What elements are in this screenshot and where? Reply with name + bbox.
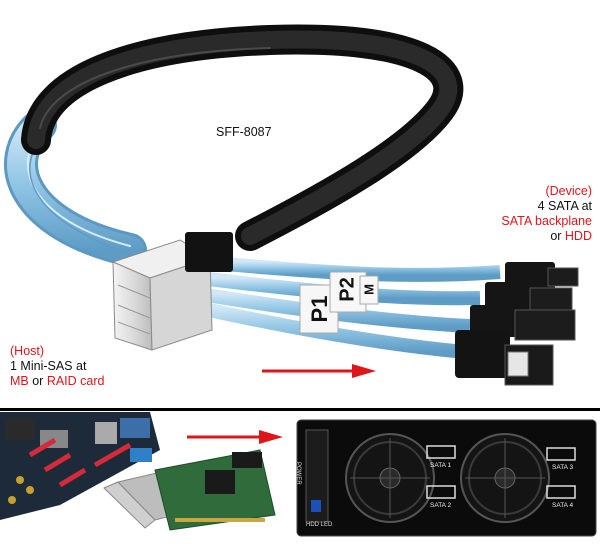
cable-photo xyxy=(4,24,579,386)
black-sleeve xyxy=(21,24,464,251)
section-divider xyxy=(0,408,600,411)
device-line3-highlight: HDD xyxy=(564,229,592,243)
red-arrow-top xyxy=(262,364,376,378)
connector-label: SFF-8087 xyxy=(216,125,272,139)
host-line1: 1 Mini-SAS at xyxy=(10,359,87,373)
host-line2: MB or RAID card xyxy=(10,374,170,389)
fan-right xyxy=(460,433,550,523)
tag-p3: M xyxy=(361,284,377,295)
host-line2-or: or xyxy=(28,374,47,388)
device-heading: (Device) xyxy=(545,184,592,198)
cable-tags xyxy=(299,271,379,334)
device-line3: or HDD xyxy=(452,229,592,244)
port-label-sata1: SATA 1 xyxy=(430,462,452,469)
mini-sas-connector xyxy=(111,232,233,351)
host-label: (Host) 1 Mini-SAS at MB or RAID card xyxy=(10,344,170,389)
device-line2: SATA backplane xyxy=(501,214,592,228)
host-line2-raid: RAID card xyxy=(46,374,105,388)
motherboard-image xyxy=(0,412,160,520)
device-line3-prefix: or xyxy=(550,229,565,243)
tag-p2: P2 xyxy=(336,277,359,302)
drive-enclosure xyxy=(296,419,597,537)
fan-left xyxy=(345,433,435,523)
port-label-sata2: SATA 2 xyxy=(430,502,452,509)
tag-p1: P1 xyxy=(307,295,332,323)
raid-card-image xyxy=(103,449,276,531)
power-label: POWER xyxy=(295,462,301,485)
red-arrow-bottom xyxy=(187,430,283,444)
device-label: (Device) 4 SATA at SATA backplane or HDD xyxy=(452,184,592,244)
sata-connector-3 xyxy=(470,305,576,341)
host-line2-mb: MB xyxy=(10,374,29,388)
sata-connector-4 xyxy=(455,330,554,386)
device-line1: 4 SATA at xyxy=(537,199,592,213)
port-label-sata4: SATA 4 xyxy=(552,502,574,509)
hdd-led-label: HDD LED xyxy=(306,522,333,528)
sata-connectors xyxy=(455,262,579,386)
host-heading: (Host) xyxy=(10,344,45,358)
port-label-sata3: SATA 3 xyxy=(552,464,574,471)
